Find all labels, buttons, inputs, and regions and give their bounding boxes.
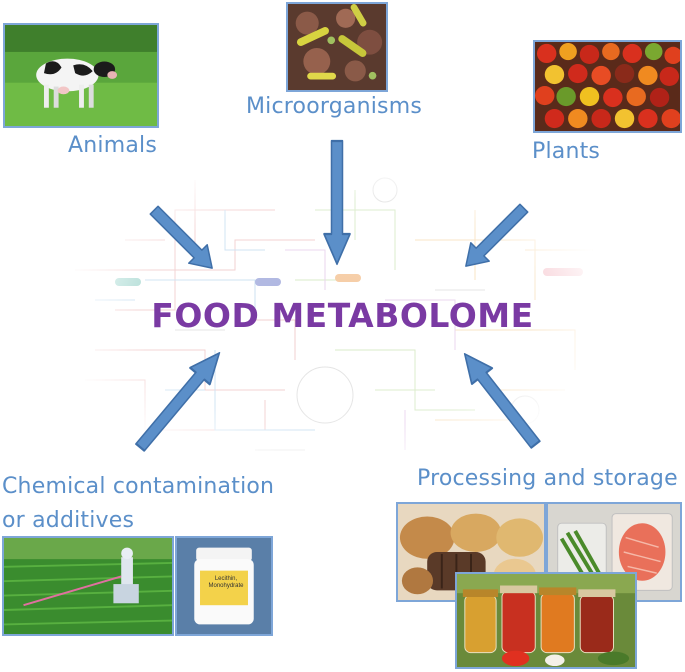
plants-label: Plants	[532, 139, 601, 164]
arrow-from-chemical	[129, 343, 231, 457]
chemical-jar-photo: Lecithin, Monohydrate	[175, 536, 273, 636]
animals-label: Animals	[68, 133, 157, 158]
arrow-from-processing	[453, 344, 547, 454]
chemical-label-line2: or additives	[2, 508, 135, 533]
microorganisms-label: Microorganisms	[246, 94, 422, 119]
arrow-from-plants	[455, 198, 534, 277]
arrow-from-animals	[144, 200, 223, 279]
arrow-from-microorganisms	[322, 139, 352, 266]
metabolic-pathway-map	[55, 150, 615, 480]
jar-label-line1: Lecithin,	[214, 576, 238, 582]
crop-spraying-photo	[2, 536, 174, 636]
bacteria-photo	[286, 2, 388, 92]
food-metabolome-title: FOOD METABOLOME	[151, 296, 534, 335]
cow-photo	[3, 23, 159, 128]
processing-label: Processing and storage	[417, 466, 678, 491]
preserves-jars-photo	[455, 572, 637, 669]
chemical-label-line1: Chemical contamination	[2, 474, 275, 499]
tomatoes-photo	[533, 40, 682, 133]
jar-label-line2: Monohydrate	[208, 583, 244, 589]
